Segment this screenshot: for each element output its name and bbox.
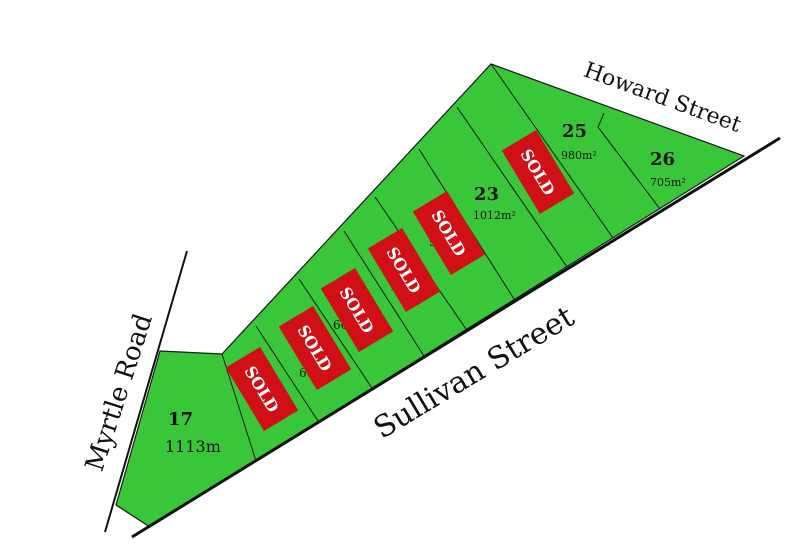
lot-25-area: 980m² <box>561 149 597 162</box>
lot-26-number: 26 <box>650 149 675 170</box>
lot-boundary <box>255 325 319 422</box>
lot-23-number: 23 <box>474 184 499 205</box>
lot-boundaries <box>221 63 661 462</box>
lot-25-number: 25 <box>562 121 587 142</box>
lot-boundary <box>221 353 257 462</box>
lot-boundary <box>456 106 568 268</box>
lot-17-area: 1113m <box>165 437 221 456</box>
myrtle-road-line <box>104 250 188 533</box>
lot-23-area: 1012m² <box>473 209 516 222</box>
lot-boundary <box>298 278 373 389</box>
lot-boundary <box>597 112 661 210</box>
lot-17-number: 17 <box>168 409 193 430</box>
sullivan-street-line <box>131 136 781 539</box>
lot-boundary <box>490 63 614 239</box>
lot-26-area: 705m² <box>650 176 686 189</box>
lot-boundary <box>343 230 425 357</box>
